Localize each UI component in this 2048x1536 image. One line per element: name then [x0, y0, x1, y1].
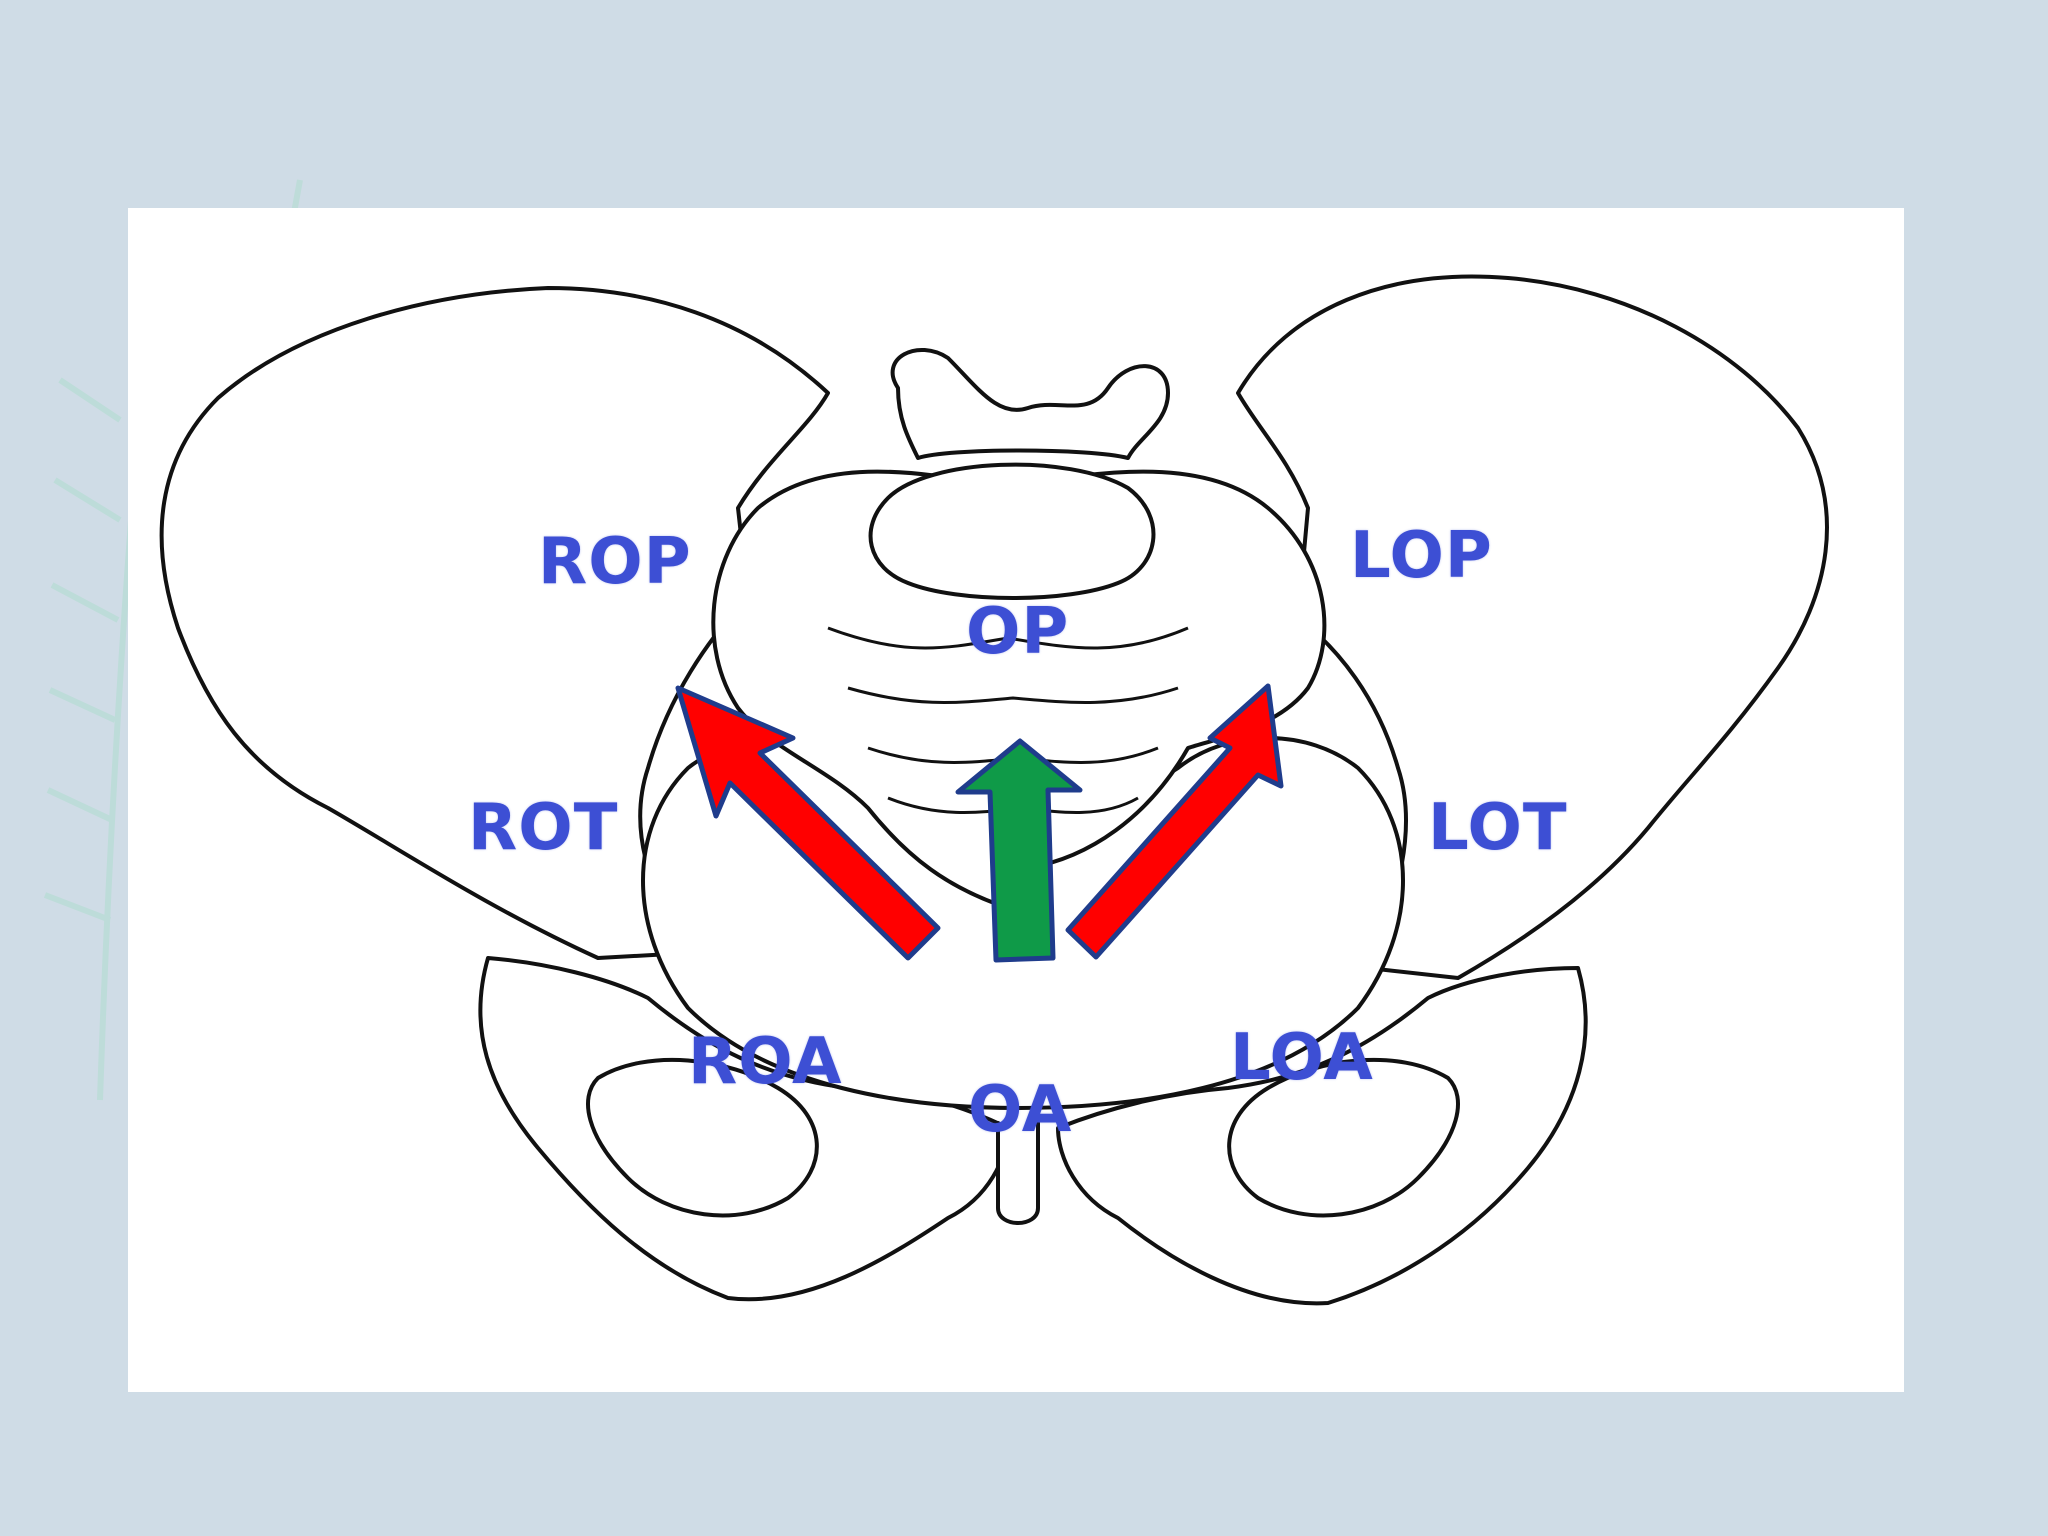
lumbar-vertebra [890, 347, 1170, 460]
left-obturator-foramen [1227, 1057, 1460, 1218]
right-obturator-foramen [586, 1057, 819, 1218]
pelvis-illustration [159, 274, 1829, 1306]
label-lot: LOT [1428, 791, 1568, 865]
rotation-arrows [675, 683, 1284, 963]
arrow-up-right-icon [1065, 683, 1284, 960]
label-op: OP [966, 595, 1070, 669]
sacral-segment-lines [827, 626, 1189, 814]
label-rop: ROP [538, 525, 692, 599]
label-oa: OA [968, 1073, 1073, 1147]
label-loa: LOA [1230, 1021, 1374, 1095]
arrow-up-icon [955, 738, 1083, 963]
arrow-up-left-icon [675, 685, 941, 961]
label-rot: ROT [468, 791, 619, 865]
figure-panel: ROP OP LOP ROT LOT ROA OA LOA [128, 208, 1904, 1392]
pubic-symphysis [996, 1121, 1040, 1225]
right-iliac-wing [159, 286, 830, 960]
sacral-promontory [868, 462, 1156, 600]
label-roa: ROA [688, 1025, 843, 1099]
left-iliac-wing [1236, 274, 1829, 980]
label-lop: LOP [1350, 519, 1493, 593]
